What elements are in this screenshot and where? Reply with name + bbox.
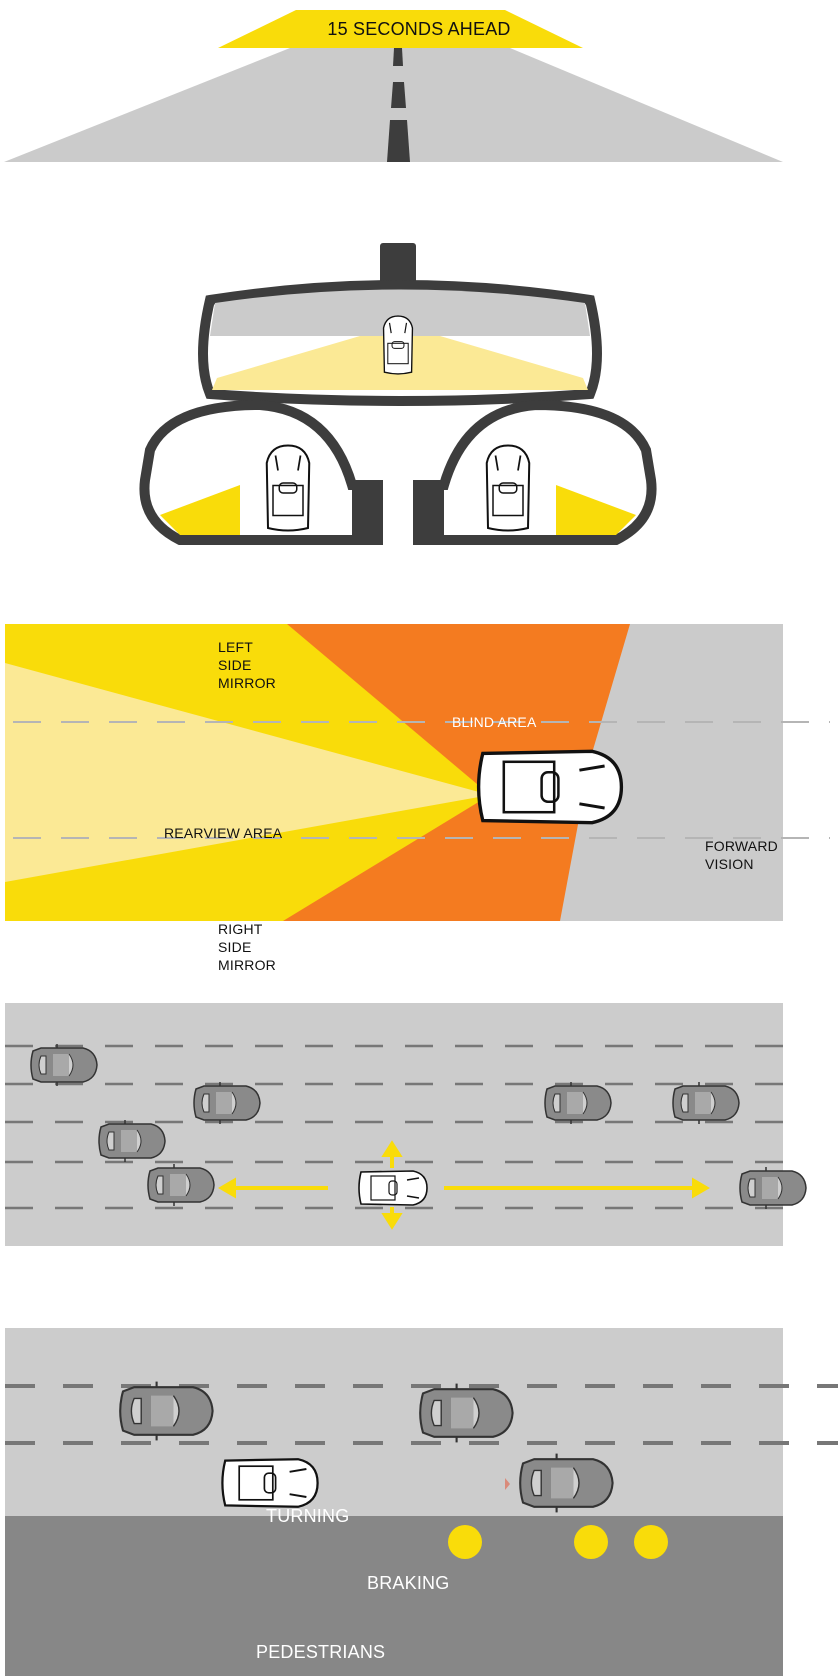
right-mirror-label: RIGHT SIDE MIRROR (218, 920, 276, 974)
left-mirror-label: LEFT SIDE MIRROR (218, 638, 276, 692)
braking-label: BRAKING (367, 1573, 450, 1593)
pedestrian-marker (448, 1525, 482, 1559)
rearview-area-label: REARVIEW AREA (164, 825, 283, 841)
hazards-diagram (5, 1328, 838, 1676)
pedestrian-marker (634, 1525, 668, 1559)
mirrors-illustration (139, 243, 657, 545)
label-line: MIRROR (218, 957, 276, 973)
forward-vision-label: FORWARD VISION (705, 837, 778, 873)
pedestrian-marker (574, 1525, 608, 1559)
label-line: SIDE (218, 939, 252, 955)
banner-text: 15 SECONDS AHEAD (327, 19, 511, 39)
vision-zones-diagram (5, 624, 830, 921)
banner-shape (218, 10, 583, 48)
label-line: FORWARD (705, 838, 778, 854)
road-ahead-illustration (4, 10, 783, 162)
label-line: RIGHT (218, 921, 263, 937)
pedestrians-label: PEDESTRIANS (256, 1642, 386, 1662)
blind-area-top-label: BLIND AREA (452, 714, 537, 730)
label-line: LEFT (218, 639, 254, 655)
blind-area-bottom-label: BLIND AREA (452, 931, 537, 947)
turning-label: TURNING (266, 1506, 350, 1526)
traffic-scan-diagram (5, 1003, 807, 1246)
label-line: MIRROR (218, 675, 276, 691)
label-line: VISION (705, 856, 754, 872)
label-line: SIDE (218, 657, 252, 673)
